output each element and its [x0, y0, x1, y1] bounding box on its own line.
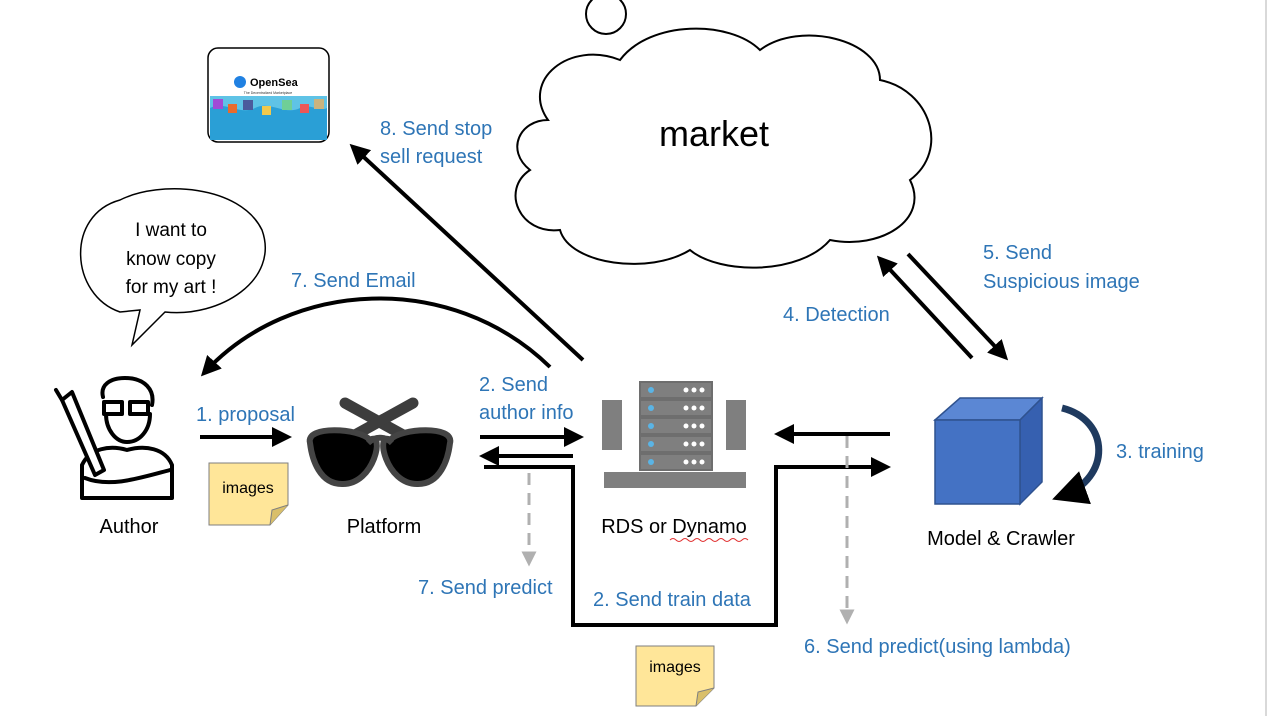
opensea-brand: OpenSea [250, 77, 299, 89]
model-label: Model & Crawler [927, 528, 1075, 550]
step-2-line-1: 2. Send [479, 374, 548, 396]
arrow-train-data [484, 457, 891, 627]
images-note-1-label: images [222, 480, 274, 497]
platform-label: Platform [347, 516, 421, 538]
opensea-tagline: The Decentralized Marketplace [244, 91, 292, 95]
images-note-2: images [635, 645, 715, 707]
step-1-proposal: 1. proposal [196, 404, 295, 426]
author-label: Author [100, 516, 159, 538]
step-7-email: 7. Send Email [291, 270, 416, 292]
step-6-predict-lambda: 6. Send predict(using lambda) [804, 636, 1071, 658]
step-5-line-2: Suspicious image [983, 271, 1140, 293]
opensea-card: OpenSea The Decentralized Marketplace [207, 47, 330, 143]
step-8-line-1: 8. Send stop [380, 118, 492, 140]
database-server-icon [602, 381, 746, 488]
step-8-line-2: sell request [380, 146, 483, 168]
speech-line-2: know copy [126, 249, 216, 270]
arrow-detection [876, 255, 974, 360]
spellcheck-underline [669, 538, 749, 542]
arrow-suspicious-image [906, 252, 1009, 361]
author-icon [54, 376, 174, 500]
arrow-stop-sell [349, 143, 585, 362]
step-2-line-2: author info [479, 402, 574, 424]
step-3-training: 3. training [1116, 441, 1204, 463]
market-label: market [659, 113, 769, 154]
step-5-line-1: 5. Send [983, 242, 1052, 264]
arrow-send-email [200, 296, 552, 377]
speech-line-3: for my art ! [126, 277, 217, 298]
step-4-detection: 4. Detection [783, 304, 890, 326]
images-note-2-label: images [649, 659, 701, 676]
model-cube-icon [933, 396, 1044, 506]
training-loop-arrow [1052, 404, 1103, 505]
speech-bubble: I want to know copy for my art ! [79, 188, 266, 348]
images-note-1: images [208, 462, 289, 526]
step-7-predict: 7. Send predict [418, 577, 553, 599]
opensea-logo-icon [234, 76, 246, 88]
db-label: RDS or Dynamo [601, 516, 747, 538]
market-cloud: market [514, 0, 933, 269]
platform-glasses-icon [306, 397, 454, 488]
step-2-train-data: 2. Send train data [593, 589, 752, 611]
speech-line-1: I want to [135, 220, 207, 241]
